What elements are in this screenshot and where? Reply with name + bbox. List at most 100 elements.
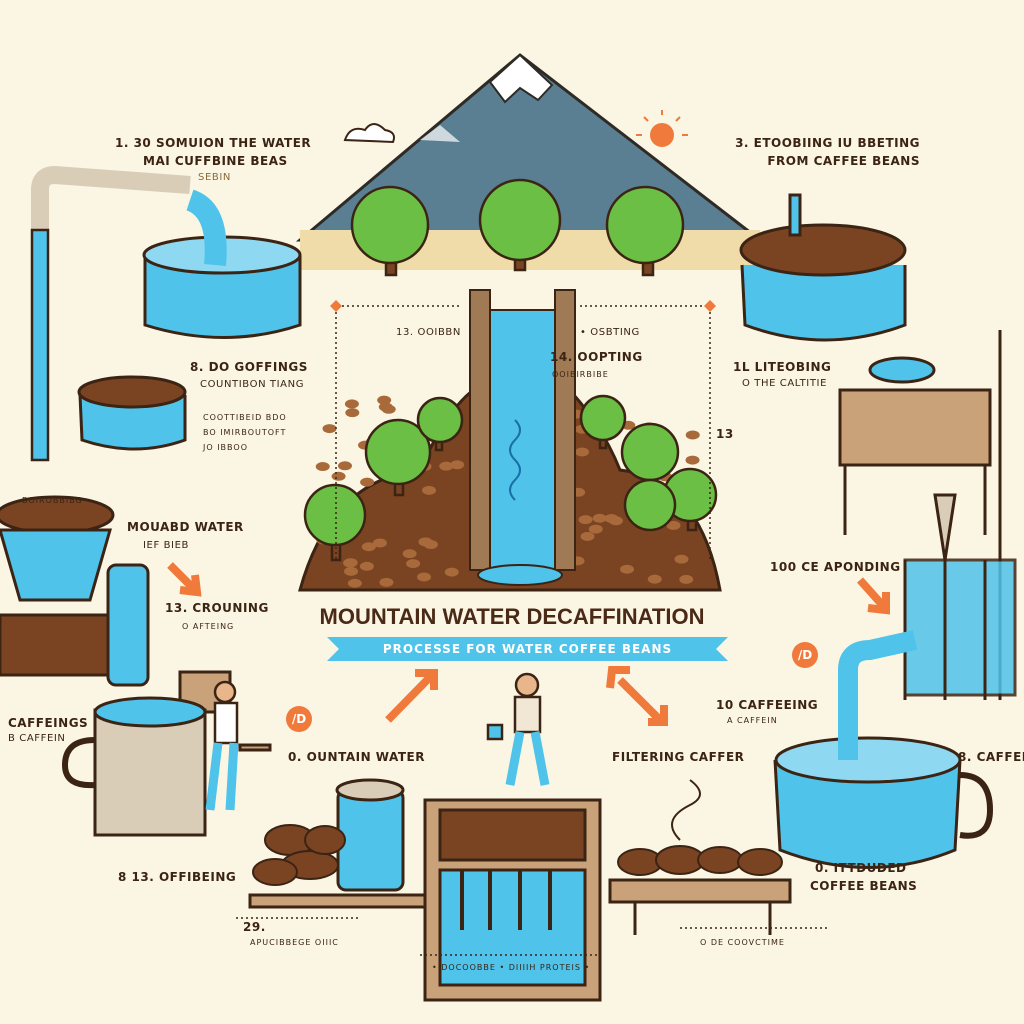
- filter-tank-right: [903, 493, 1017, 700]
- beans-pot-top-right: [739, 193, 907, 342]
- coffee-bean: [647, 574, 662, 584]
- coffee-bean: [344, 566, 359, 576]
- coffee-bean: [331, 471, 346, 481]
- label-step-11-sub: O THE CALTITIE: [742, 378, 828, 389]
- coffee-bean: [315, 462, 330, 472]
- label-step-10-sub: A CAFFEIN: [727, 716, 778, 725]
- coffee-bean: [345, 408, 360, 418]
- water-pipe-left: [30, 165, 191, 462]
- coffee-bean: [679, 574, 694, 584]
- badge-icon: /D: [286, 706, 312, 732]
- footer-label: • DOCOOBBE • DIIIIH PROTEIS •: [432, 963, 591, 972]
- label-mountain-water: 0. OUNTAIN WATER: [288, 750, 425, 764]
- label-step-10: 10 CAFFEEING: [716, 698, 819, 712]
- coffee-bean: [685, 430, 700, 440]
- label-step-100: 100 CE APONDING: [770, 560, 901, 574]
- filter-machine-bottom-center: [423, 798, 602, 1002]
- label-mouabd-sub: IEF BIEB: [143, 540, 189, 551]
- coffee-bean: [344, 399, 359, 409]
- coffee-bean: [377, 395, 392, 405]
- water-cup-bottom-right: [773, 630, 994, 869]
- worker-figure-left: [205, 680, 239, 811]
- water-column-left: [106, 563, 232, 714]
- coffee-bean: [379, 577, 394, 587]
- arrow-icons: [167, 562, 890, 726]
- label-ittduded-sub: COFFEE BEANS: [810, 879, 918, 893]
- label-step-29-sub: APUCIBBEGE OIIIC: [250, 938, 339, 947]
- water-basin-top-left: [142, 189, 302, 339]
- label-step-11: 1L LITEOBING: [733, 360, 832, 374]
- coffee-bean: [347, 578, 362, 588]
- coffee-bean: [450, 460, 465, 470]
- water-jar-bottom: [248, 778, 427, 909]
- label-step-8-note-1: COOTTIBEID BDO: [203, 413, 287, 422]
- trees-top: [350, 178, 685, 277]
- funnel-grinder-left: [0, 495, 127, 677]
- sun-icon: [636, 110, 688, 147]
- coffee-bean: [361, 542, 376, 552]
- label-step-8-sub: COUNTIBON TIANG: [200, 379, 305, 390]
- label-step-14-sub: OOIBIRBIBE: [552, 370, 609, 379]
- label-step-8-note-2: BO IMIRBOUTOFT: [203, 428, 287, 437]
- coffee-bean: [372, 538, 387, 548]
- coffee-bean: [592, 513, 607, 523]
- page-title: MOUNTAIN WATER DECAFFINATION: [319, 604, 705, 629]
- beans-table-bottom-right: [608, 779, 792, 935]
- coffee-beans-pile-bottom-left: [252, 824, 346, 886]
- dotted-leader-lines: [236, 305, 830, 956]
- coffee-bean: [360, 477, 375, 487]
- waterfall-column: [469, 289, 576, 586]
- label-crouning-sub: O AFTEING: [182, 622, 235, 631]
- steeping-tank-left: [61, 696, 272, 837]
- label-crouning: 13. CROUNING: [165, 601, 269, 615]
- coffee-bean: [406, 559, 421, 569]
- seated-person-figure: [486, 672, 550, 786]
- label-caffeings-sub: B CAFFEIN: [8, 733, 66, 744]
- coffee-bean: [578, 515, 593, 525]
- coffee-bean: [588, 524, 603, 534]
- coffee-bean: [359, 561, 374, 571]
- subtitle-ribbon: PROCESSE FOR WATER COFFEE BEANS: [327, 637, 728, 661]
- label-step-3-sub: FROM CAFFEE BEANS: [767, 154, 920, 168]
- label-step-29: 29.: [243, 920, 266, 934]
- label-o-de: O DE COOVCTIME: [700, 938, 785, 947]
- coffee-bean: [604, 513, 619, 523]
- label-step-1: 1. 30 SOMUION THE WATER: [115, 136, 312, 150]
- label-13-right: 13: [716, 427, 734, 441]
- label-caffeings: CAFFEINGS: [8, 716, 89, 730]
- coffee-bean: [674, 554, 689, 564]
- coffee-bean: [337, 461, 352, 471]
- label-filtering: FILTERING CAFFER: [612, 750, 745, 764]
- diamond-markers: [330, 300, 716, 312]
- coffee-bean: [666, 520, 681, 530]
- label-step-14: 14. OOPTING: [550, 350, 643, 364]
- label-step-3: 3. ETOOBIING IU BBETING: [735, 136, 920, 150]
- label-step-1-note: SEBIN: [198, 172, 231, 183]
- label-step-13: 13. OOIBBN: [396, 327, 461, 338]
- trees-middle: [303, 394, 718, 562]
- coffee-bean: [418, 537, 433, 547]
- label-step-8: 8. DO GOFFINGS: [190, 360, 308, 374]
- coffee-bean: [322, 424, 337, 434]
- coffee-bean: [422, 485, 437, 495]
- cloud-icon: [343, 123, 395, 144]
- label-step-1-sub: MAI CUFFBINE BEAS: [143, 154, 288, 168]
- coffee-bean: [439, 461, 454, 471]
- label-step-8-note-3: JO IBBOO: [203, 443, 248, 452]
- coffee-bean: [685, 455, 700, 465]
- label-mouabd-water: MOUABD WATER: [127, 520, 244, 534]
- label-offibeing: 8 13. OFFIBEING: [118, 870, 237, 884]
- roasting-station-right: [838, 330, 1002, 700]
- badge-icon: /D: [792, 642, 818, 668]
- coffee-bean: [417, 572, 432, 582]
- coffee-bean: [402, 549, 417, 559]
- label-step-8-caffei: 8. CAFFEI: [958, 750, 1024, 764]
- coffee-bean: [580, 531, 595, 541]
- label-step-13-right: • OSBTING: [580, 327, 640, 338]
- label-boir: BOIROBBIBG: [22, 496, 83, 505]
- coffee-bean: [575, 447, 590, 457]
- coffee-bean: [444, 567, 459, 577]
- coffee-bean: [378, 402, 393, 412]
- label-ittduded: 0. ITTDUDED: [815, 861, 907, 875]
